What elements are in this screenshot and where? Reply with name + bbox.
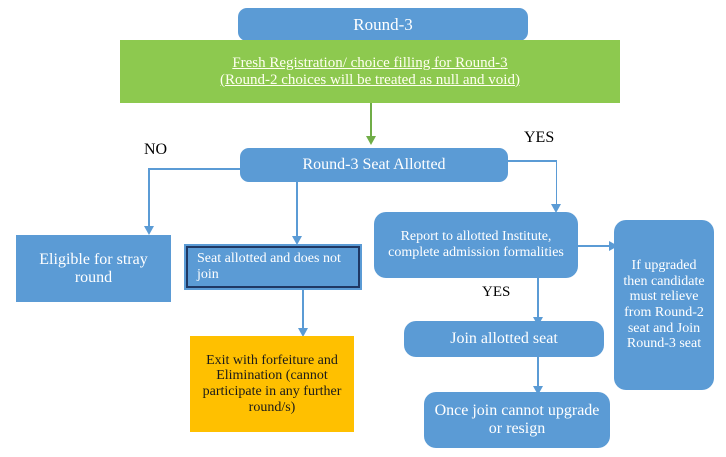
node-join-allotted-seat[interactable]: Join allotted seat (404, 321, 604, 357)
node-join-allotted-seat-label: Join allotted seat (450, 330, 558, 348)
node-round3[interactable]: Round-3 (238, 8, 528, 41)
fresh-registration-line1: Fresh Registration/ choice filling for R… (232, 54, 508, 71)
fresh-registration-line2: (Round-2 choices will be treated as null… (220, 71, 520, 88)
connector-allotted-to-notjoin (296, 182, 298, 239)
node-report-institute-label: Report to allotted Institute, complete a… (388, 229, 564, 260)
connector-registration-to-allotted (370, 103, 372, 138)
connector-yes-vertical (555, 160, 558, 207)
edge-label-yes-center: YES (482, 284, 511, 300)
node-exit-forfeiture-label: Exit with forfeiture and Elimination (ca… (202, 352, 342, 415)
arrowhead-allotted-to-notjoin (291, 236, 302, 245)
node-seat-not-join-label: Seat allotted and does not join (197, 251, 341, 282)
node-once-join-label: Once join cannot upgrade or resign (434, 402, 600, 437)
node-if-upgraded[interactable]: If upgraded then candidate must relieve … (614, 220, 714, 390)
node-seat-allotted-label: Round-3 Seat Allotted (302, 156, 446, 174)
node-seat-allotted[interactable]: Round-3 Seat Allotted (240, 148, 508, 182)
edge-label-no: NO (144, 141, 168, 158)
node-report-institute[interactable]: Report to allotted Institute, complete a… (374, 212, 578, 278)
node-once-join[interactable]: Once join cannot upgrade or resign (424, 392, 610, 448)
node-seat-not-join[interactable]: Seat allotted and does not join (184, 244, 362, 290)
node-round3-label: Round-3 (353, 14, 413, 34)
connector-no-horizontal (148, 168, 242, 170)
arrowhead-notjoin-to-exit (297, 328, 308, 337)
node-eligible-stray-round[interactable]: Eligible for stray round (16, 235, 171, 302)
node-if-upgraded-label: If upgraded then candidate must relieve … (623, 257, 705, 352)
connector-report-to-join (537, 278, 539, 320)
connector-join-to-oncejoin (537, 357, 539, 389)
node-fresh-registration[interactable]: Fresh Registration/ choice filling for R… (120, 40, 620, 103)
connector-report-to-upgraded (578, 245, 614, 247)
arrowhead-yes-to-report (551, 204, 561, 213)
edge-label-yes-right: YES (524, 129, 555, 146)
connector-no-vertical (148, 168, 150, 229)
arrowhead-report-to-upgraded (609, 240, 618, 251)
arrowhead-registration-to-allotted (365, 136, 376, 145)
node-exit-forfeiture[interactable]: Exit with forfeiture and Elimination (ca… (190, 336, 354, 432)
arrowhead-no-to-eligible (143, 226, 154, 235)
connector-notjoin-to-exit (302, 290, 304, 331)
connector-yes-horizontal (508, 160, 557, 162)
arrowhead-join-to-oncejoin (532, 386, 543, 395)
node-eligible-stray-round-label: Eligible for stray round (39, 250, 148, 286)
